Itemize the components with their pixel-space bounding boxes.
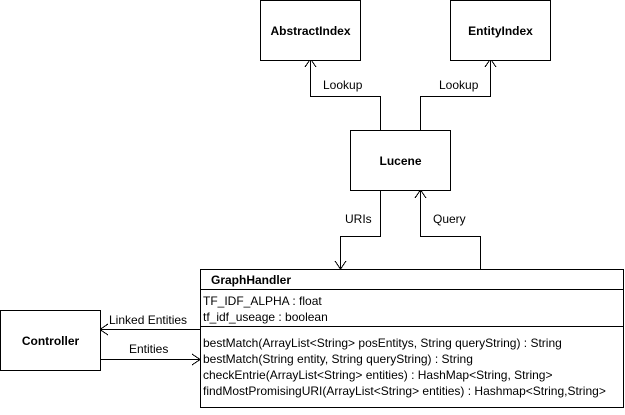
edge-label-lookup-left: Lookup [323,78,363,92]
graph-handler-operations: bestMatch(ArrayList<String> posEntitys, … [201,327,623,399]
entity-index-node[interactable]: EntityIndex [450,0,551,61]
operation-row: findMostPromisingURI(ArrayList<String> e… [203,384,606,398]
controller-node[interactable]: Controller [0,310,101,371]
abstract-index-label: AbstractIndex [270,23,351,38]
operation-row: bestMatch(String entity, String queryStr… [203,352,473,366]
controller-label: Controller [21,333,80,348]
entity-index-label: EntityIndex [468,23,533,38]
attribute-row: tf_idf_useage : boolean [203,310,328,324]
edge-query [420,191,481,269]
operation-row: checkEntrie(ArrayList<String> entities) … [203,368,553,382]
operation-row: bestMatch(ArrayList<String> posEntitys, … [203,336,562,350]
edge-label-lookup-right: Lookup [439,78,479,92]
graph-handler-title: GraphHandler [201,270,623,290]
lucene-node[interactable]: Lucene [350,130,451,191]
edge-lookup-entity [420,60,491,130]
edge-label-uris: URIs [345,212,372,226]
graph-handler-class[interactable]: GraphHandler TF_IDF_ALPHA : float tf_idf… [200,269,624,408]
edge-label-entities: Entities [129,342,169,356]
abstract-index-node[interactable]: AbstractIndex [260,0,361,61]
edge-uris [340,190,381,269]
edge-label-query: Query [433,212,466,226]
edge-lookup-abstract [310,60,381,130]
attribute-row: TF_IDF_ALPHA : float [203,294,322,308]
graph-handler-attributes: TF_IDF_ALPHA : float tf_idf_useage : boo… [201,290,623,327]
edge-label-linked-entities: Linked Entities [109,313,188,327]
lucene-label: Lucene [379,153,422,168]
